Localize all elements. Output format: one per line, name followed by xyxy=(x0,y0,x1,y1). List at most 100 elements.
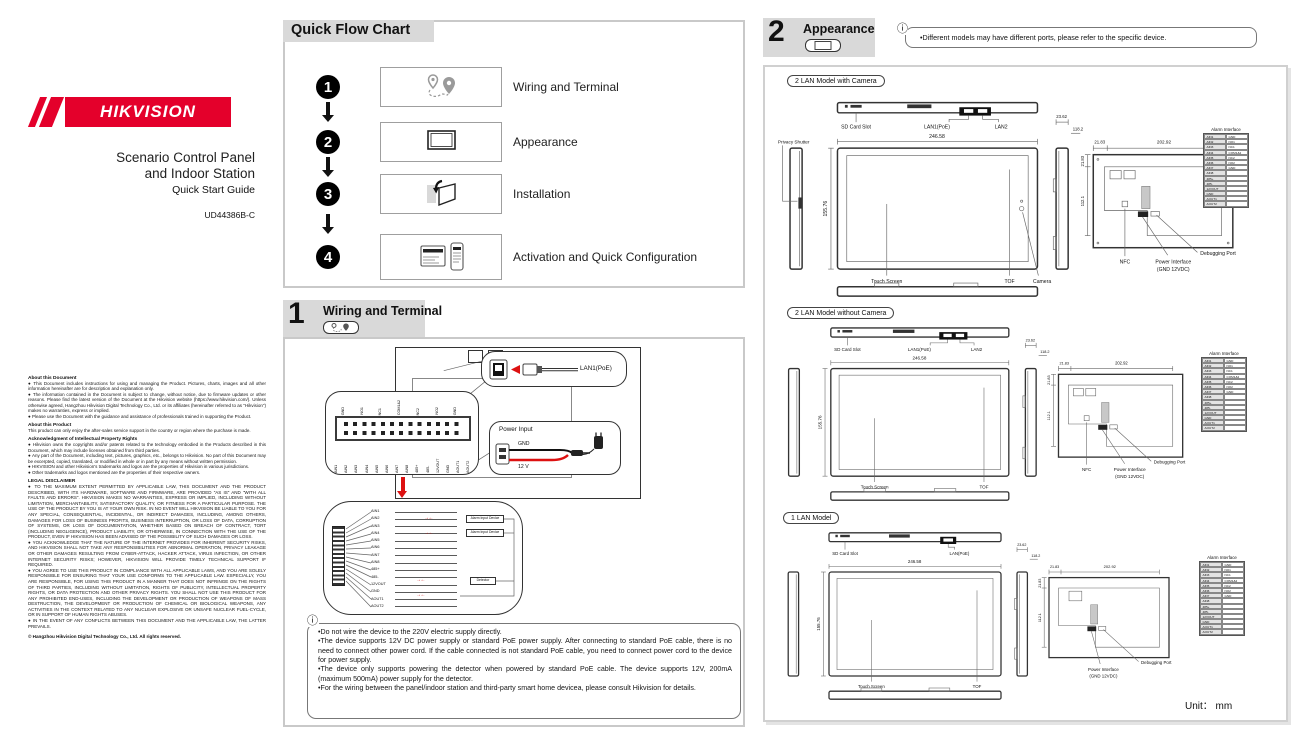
alarm-interface-title: Alarm Interface xyxy=(1207,555,1237,560)
svg-text:112.1: 112.1 xyxy=(1047,411,1051,420)
svg-text:21.83: 21.83 xyxy=(1050,565,1059,569)
svg-text:202.92: 202.92 xyxy=(1157,140,1172,145)
svg-text:Touch Screen: Touch Screen xyxy=(861,485,889,490)
svg-text:246.58: 246.58 xyxy=(912,355,926,360)
svg-text:112.1: 112.1 xyxy=(1038,613,1042,622)
alarm-pin: AIN3 xyxy=(1204,144,1226,150)
svg-text:21.83: 21.83 xyxy=(1094,140,1105,145)
detector-box: Detector xyxy=(470,577,496,585)
alarm-pin: NC2 xyxy=(1222,582,1244,588)
alarm-interface-title: Alarm Interface xyxy=(1211,127,1241,132)
alarm-pin: 485- xyxy=(1204,180,1226,186)
svg-text:LAN1(PoE): LAN1(PoE) xyxy=(908,347,931,352)
alarm-pin xyxy=(1224,394,1246,400)
fine-print-paragraph: ● Please use the Document with the guida… xyxy=(28,413,252,419)
svg-text:TOF: TOF xyxy=(973,684,982,689)
section-heading: About this Document xyxy=(28,375,77,381)
document-title-block: Scenario Control Panel and Indoor Statio… xyxy=(30,150,255,220)
flow-chart-title: Quick Flow Chart xyxy=(283,20,435,42)
alarm-pin: AIN8 xyxy=(1200,598,1222,604)
alarm-pin xyxy=(1224,420,1246,426)
svg-text:Touch Screen: Touch Screen xyxy=(858,684,885,689)
harness-wire-label: AIN7 xyxy=(371,552,459,559)
alarm-pin xyxy=(1226,170,1248,176)
step-number-badge: 1 xyxy=(316,75,340,99)
document-code: UD44386B-C xyxy=(204,210,255,221)
terminal-pin-label: 485+ xyxy=(415,464,420,473)
note-paragraph: •The device supports 12V DC power supply… xyxy=(318,637,732,665)
terminal-pin-label: 485- xyxy=(425,465,430,473)
model-2-diagram: SD Card Slot LAN1(PoE) LAN2 23.62 118.2 … xyxy=(787,327,1186,501)
alarm-pin: AIN5 xyxy=(1200,582,1222,588)
svg-text:(GND 12VDC): (GND 12VDC) xyxy=(1089,674,1118,679)
devices-activation-icon xyxy=(420,242,464,271)
section-title: Appearance xyxy=(803,22,875,36)
route-pins-icon xyxy=(427,74,455,97)
lan-callout: LAN1(PoE) xyxy=(481,351,627,387)
alarm-pin xyxy=(1222,603,1244,609)
alarm-pin: AIN2 xyxy=(1202,363,1224,369)
fine-print-paragraph: This product can only enjoy the after-sa… xyxy=(28,428,251,434)
alarm-pin: AOUT1 xyxy=(1202,420,1224,426)
appearance-note: •Different models may have different por… xyxy=(905,27,1257,48)
section-number: 1 xyxy=(288,297,305,330)
alarm-pin xyxy=(1224,399,1246,405)
svg-text:202.92: 202.92 xyxy=(1115,360,1128,365)
svg-text:112.1: 112.1 xyxy=(1080,195,1085,206)
svg-text:Debugging Port: Debugging Port xyxy=(1154,460,1186,465)
harness-wire-label: AOUT1 xyxy=(371,596,459,603)
alarm-pin xyxy=(1224,425,1246,431)
svg-text:155.76: 155.76 xyxy=(823,201,829,217)
connector-pins xyxy=(344,422,462,426)
logo-text: HIKVISION xyxy=(100,102,196,121)
alarm-pin: AOUT2 xyxy=(1202,425,1224,431)
wiring-notes: ⓘ •Do not wire the device to the 220V el… xyxy=(306,616,741,719)
svg-text:TOF: TOF xyxy=(1004,279,1014,285)
svg-text:SD Card Slot: SD Card Slot xyxy=(834,347,861,352)
svg-text:118.2: 118.2 xyxy=(1073,126,1084,131)
logo-wordmark-box: HIKVISION xyxy=(65,97,231,127)
harness-wire-label: AIN8 xyxy=(371,559,459,566)
red-down-arrow-icon xyxy=(397,477,409,498)
red-arrows-icon: →← xyxy=(416,577,426,583)
alarm-pin: AIN6 xyxy=(1202,383,1224,390)
harness-wire-label: 485- xyxy=(371,574,459,581)
terminal-pin-label: AOUT1 xyxy=(456,460,461,473)
power-input-title: Power Input xyxy=(499,426,533,433)
section-number: 2 xyxy=(768,15,785,48)
copyright-line: © Hangzhou Hikvision Digital Technology … xyxy=(28,634,181,640)
alarm-pin xyxy=(1222,598,1244,604)
terminal-pin-label: AIN4 xyxy=(364,464,369,473)
alarm-pin: NO2 xyxy=(1222,587,1244,594)
fine-print-paragraph: ● YOU ACKNOWLEDGE THAT THE NATURE OF THE… xyxy=(28,539,266,568)
fine-print-paragraph: ● YOU AGREE TO USE THIS PRODUCT IN COMPL… xyxy=(28,567,266,618)
alarm-pin: AOUT1 xyxy=(1200,624,1222,630)
step-label: Installation xyxy=(513,187,571,201)
hikvision-logo: HIKVISION xyxy=(27,97,231,127)
alarm-pin xyxy=(1222,624,1244,630)
power-wiring-icon xyxy=(495,432,603,465)
alarm-pin: AIN7 xyxy=(1204,165,1226,171)
connector-pins xyxy=(344,431,462,435)
alarm-pin: 485- xyxy=(1200,608,1222,614)
alarm-pin: NO1 xyxy=(1224,363,1246,369)
harness-wire-label: AIN4 xyxy=(371,530,459,537)
alarm-pin: NO2 xyxy=(1226,159,1248,166)
red-arrows-icon: →← xyxy=(424,530,434,536)
wiring-note-list: •Do not wire the device to the 220V elec… xyxy=(318,628,732,694)
note-paragraph: •Do not wire the device to the 220V elec… xyxy=(318,628,502,636)
alarm-pin: AOUT2 xyxy=(1200,629,1222,635)
harness-wire-label: AIN2 xyxy=(371,515,459,522)
terminal-pin-label: AIN6 xyxy=(384,464,389,473)
svg-text:Debugging Port: Debugging Port xyxy=(1141,660,1172,665)
svg-text:118.2: 118.2 xyxy=(1040,350,1049,354)
